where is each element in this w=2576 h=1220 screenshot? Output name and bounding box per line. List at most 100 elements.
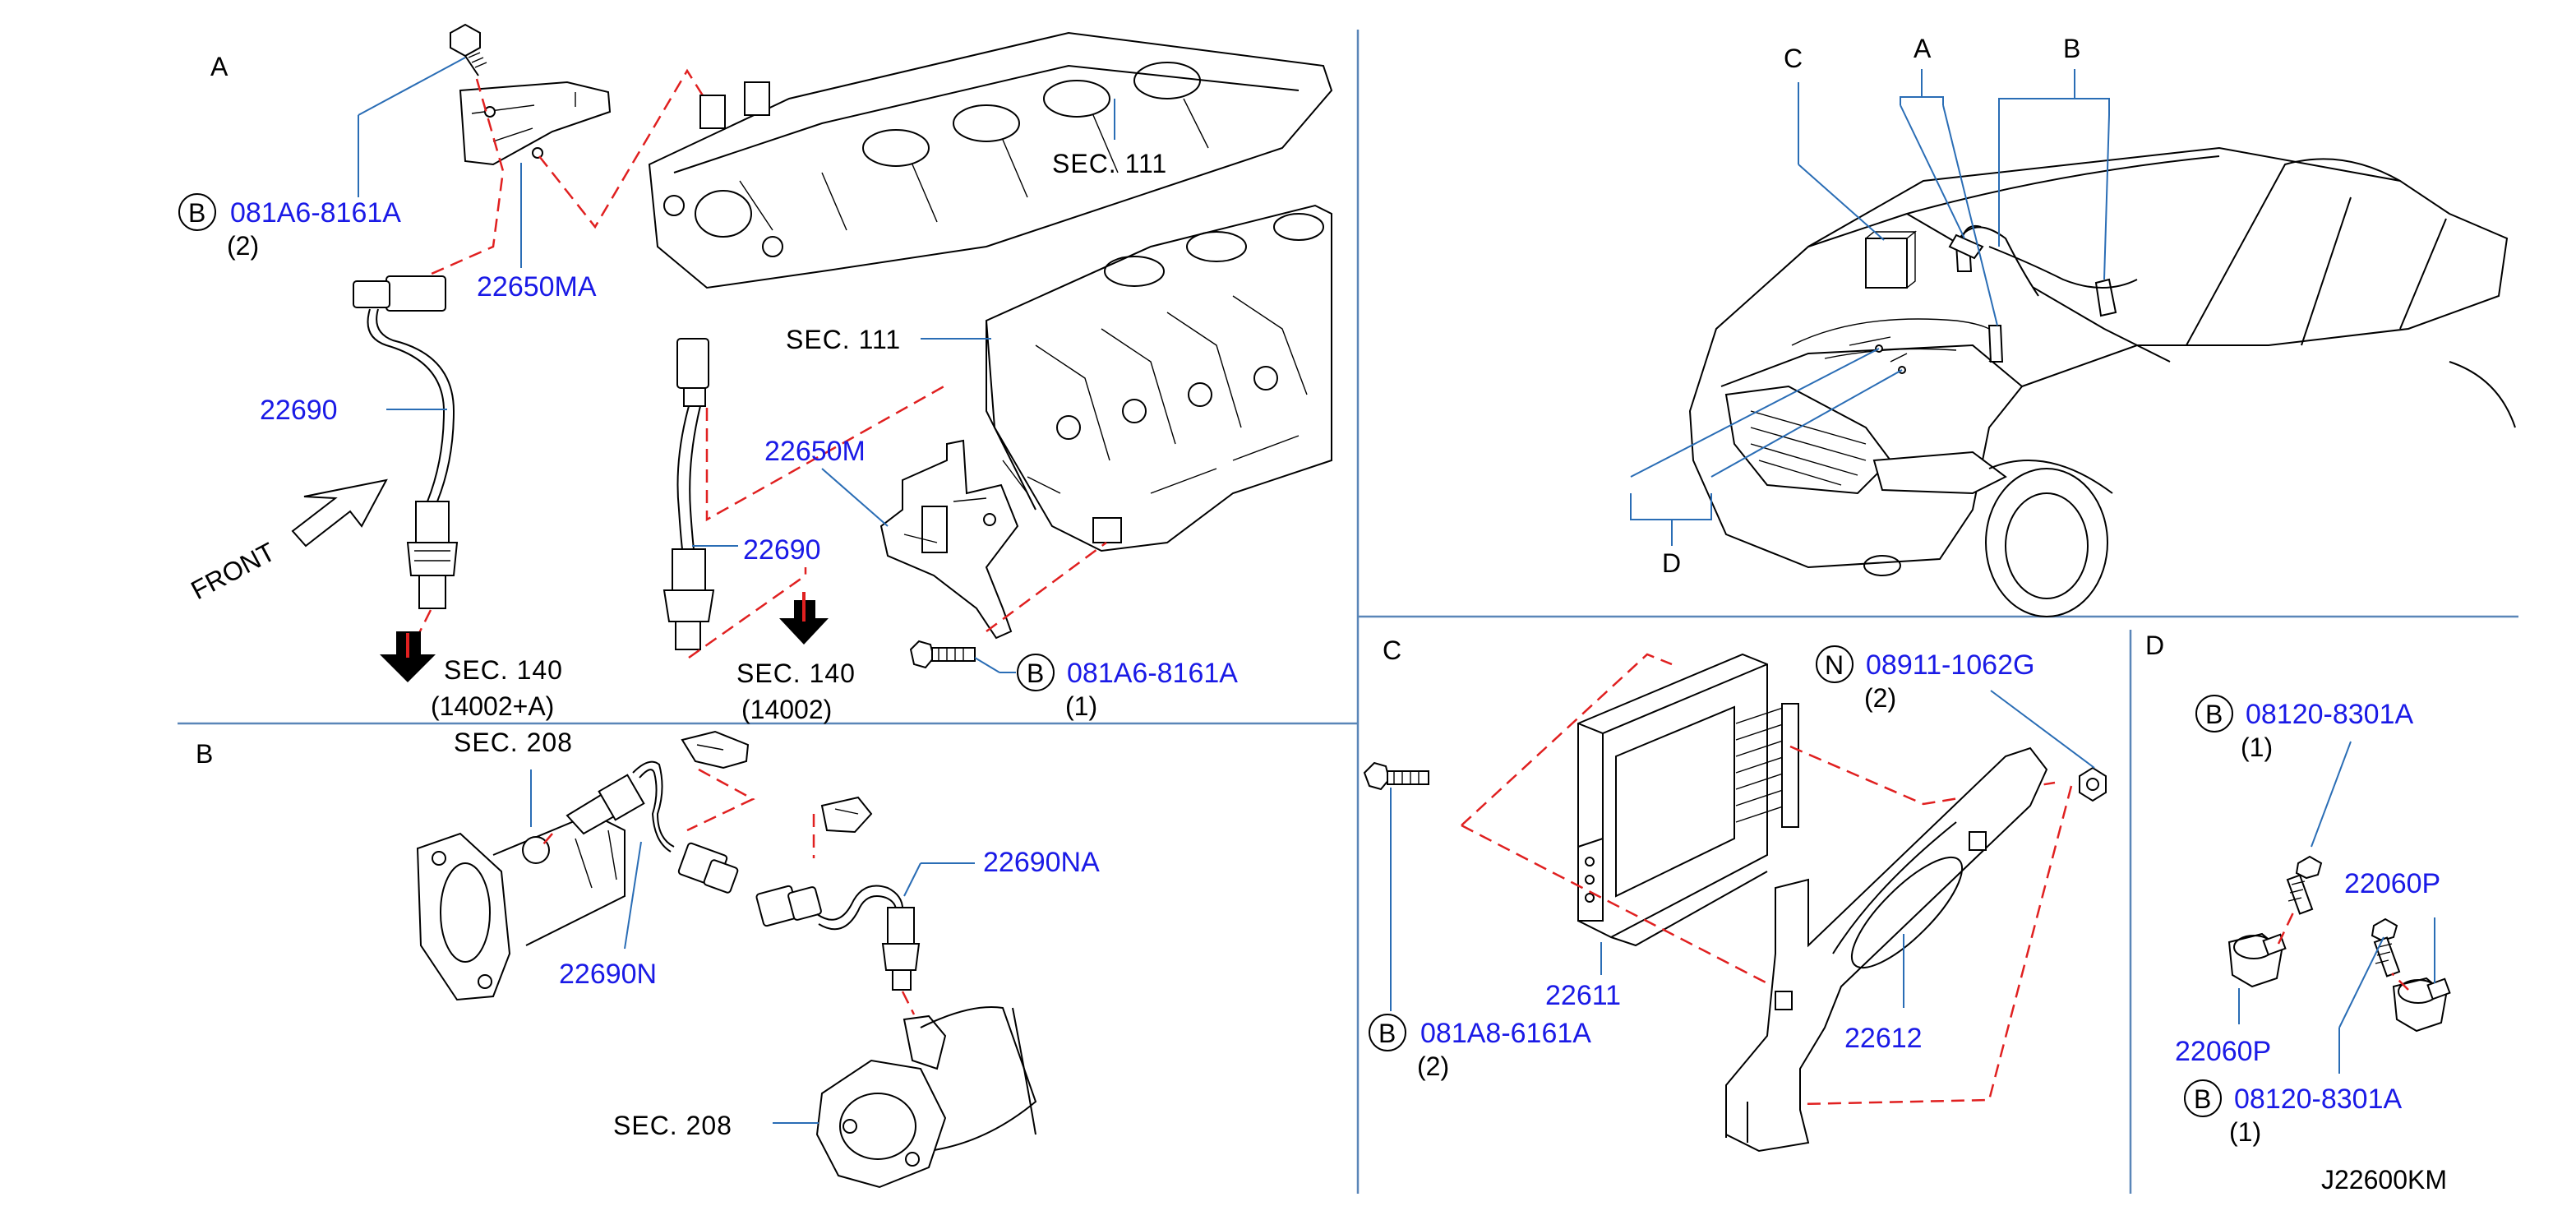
part-number-22690n: 22690N: [559, 959, 657, 990]
badge-circle: [1816, 645, 1854, 683]
section-dividers: [178, 30, 2518, 1194]
bracket-illustration-22650m: [879, 439, 1019, 640]
vehicle-callout-a: A: [1914, 34, 1932, 63]
leader-line: [1630, 493, 1712, 520]
ecm-bracket-illustration-22612: [1725, 746, 2048, 1153]
badge-b: B: [1027, 659, 1044, 688]
exhaust-flange-illustration-top: [416, 812, 626, 1001]
leader-line: [1900, 96, 1944, 105]
bolt-illustration-a-top: [450, 23, 487, 76]
badge-b: B: [2205, 700, 2223, 729]
section-label-d: D: [2145, 631, 2164, 660]
quantity-label: (1): [2241, 732, 2273, 762]
sec-140-right: SEC. 140: [736, 659, 856, 688]
sec-140-left: SEC. 140: [444, 655, 563, 685]
badge-circle: [1017, 654, 1055, 691]
vehicle-callout-d: D: [1662, 548, 1681, 578]
quantity-label: (1): [1065, 691, 1097, 721]
exhaust-flange-illustration-bottom: [815, 1006, 1037, 1189]
part-number-22612: 22612: [1844, 1023, 1923, 1054]
quantity-label: (1): [2229, 1117, 2261, 1147]
part-number-081a8-6161a: 081A8-6161A: [1420, 1018, 1591, 1049]
part-number-22690-left: 22690: [260, 395, 338, 426]
sec-140-right-sub: (14002): [741, 695, 832, 724]
leader-line: [903, 862, 921, 897]
dashed-assembly-line: [542, 833, 553, 846]
leader-line: [2311, 741, 2352, 848]
leader-line: [1998, 98, 2110, 115]
vehicle-illustration: [1688, 146, 2516, 617]
dashed-assembly-line: [409, 609, 432, 650]
cylinder-head-illustration-top: [648, 31, 1333, 289]
badge-b: B: [2194, 1084, 2211, 1114]
leader-line: [624, 841, 642, 950]
leader-line: [974, 657, 1000, 673]
dashed-assembly-line: [688, 567, 807, 659]
leader-line: [1798, 164, 1885, 241]
bolt-illustration-a-bottom: [909, 640, 976, 669]
dashed-assembly-line: [686, 768, 755, 832]
dashed-assembly-line: [705, 383, 948, 522]
arrow-down-icon: [779, 600, 829, 645]
badge-b: B: [188, 198, 205, 228]
badge-circle: [2195, 695, 2233, 732]
badge-b: B: [1378, 1019, 1396, 1048]
leader-line: [1710, 369, 1903, 478]
part-number-22650ma: 22650MA: [477, 271, 597, 303]
section-label-c: C: [1383, 635, 1401, 665]
leader-line: [1630, 348, 1880, 478]
part-number-22060p-left: 22060P: [2175, 1036, 2271, 1067]
dashed-assembly-line: [538, 68, 717, 229]
leader-line: [1942, 104, 1998, 326]
diagram-code: J22600KM: [2321, 1165, 2447, 1195]
nut-illustration-n: [2079, 766, 2107, 802]
badge-circle: [1369, 1014, 1406, 1051]
dashed-assembly-line: [2277, 912, 2295, 945]
sec-111-mid: SEC. 111: [786, 325, 901, 354]
dashed-assembly-line: [2391, 973, 2409, 991]
bolt-illustration-d-bottom: [2371, 917, 2401, 977]
sec-208-bottom: SEC. 208: [613, 1111, 732, 1140]
bolt-illustration-d-top: [2286, 855, 2323, 915]
section-label-b: B: [196, 739, 213, 769]
badge-circle: [2184, 1079, 2222, 1117]
front-label: FRONT: [186, 537, 279, 606]
clip-illustration: [681, 730, 873, 834]
dashed-assembly-line: [1461, 653, 1673, 826]
knock-sensor-illustration-left: [2227, 932, 2287, 988]
oxygen-sensor-illustration-22690na: [755, 885, 921, 991]
dashed-assembly-line: [1461, 824, 1801, 996]
sec-111-top: SEC. 111: [1052, 149, 1167, 178]
leader-line: [1990, 690, 2095, 769]
section-label-a: A: [210, 52, 229, 81]
quantity-label: (2): [1417, 1051, 1449, 1081]
oxygen-sensor-illustration-mid: [662, 338, 715, 650]
part-number-22060p-top: 22060P: [2344, 868, 2440, 899]
front-arrow-icon: [291, 478, 388, 548]
part-number-08120-8301a-bottom: 08120-8301A: [2234, 1084, 2403, 1115]
leader-line: [2338, 936, 2384, 1028]
cylinder-head-illustration-mid: [985, 204, 1332, 552]
dashed-assembly-line: [986, 541, 1107, 633]
dashed-assembly-line: [901, 991, 916, 1015]
sec-140-left-sub: (14002+A): [431, 691, 554, 721]
badge-n: N: [1825, 650, 1844, 680]
sec-208-top: SEC. 208: [454, 728, 573, 757]
part-number-08120-8301a-top: 08120-8301A: [2246, 699, 2414, 730]
part-number-081a6-8161a-bottom: 081A6-8161A: [1067, 658, 1238, 689]
oxygen-sensor-illustration-22690n: [566, 760, 739, 894]
leader-line: [2103, 114, 2110, 280]
part-number-081a6-8161a-top: 081A6-8161A: [230, 197, 401, 229]
bracket-illustration-22650ma: [459, 81, 612, 166]
part-number-22690na: 22690NA: [983, 847, 1100, 878]
bolt-illustration-c: [1363, 761, 1429, 791]
vehicle-callout-b: B: [2063, 34, 2080, 63]
quantity-label: (2): [227, 231, 259, 261]
vehicle-callout-c: C: [1784, 44, 1803, 73]
part-number-08911-1062g: 08911-1062G: [1866, 649, 2034, 681]
part-number-22690-mid: 22690: [743, 534, 821, 566]
leader-line: [821, 468, 889, 527]
part-number-22611: 22611: [1545, 980, 1621, 1011]
leader-line: [358, 57, 466, 116]
ecm-illustration-22611: [1577, 653, 1799, 947]
